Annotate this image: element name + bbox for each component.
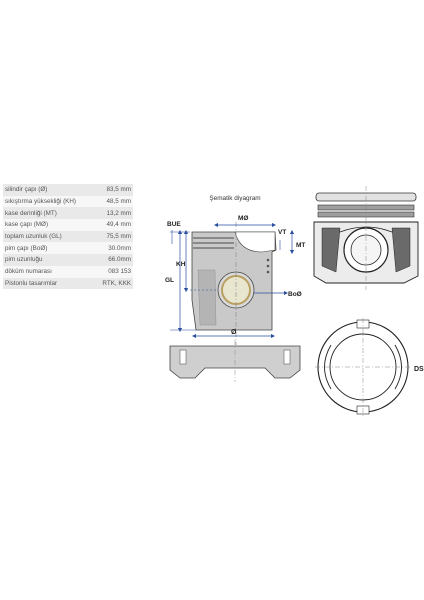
spec-value: 75,5 mm: [93, 230, 133, 243]
label-kh: KH: [176, 261, 186, 268]
label-dia: Ø: [231, 329, 237, 336]
label-ds: DS: [414, 366, 424, 373]
spec-value: 13,2 mm: [93, 207, 133, 220]
spec-label: silindir çapı (Ø): [3, 184, 94, 196]
spec-row: sıkıştırma yüksekliği (KH)48,5 mm: [3, 195, 133, 208]
spec-row: toplam uzunluk (GL)75,5 mm: [3, 230, 133, 243]
spec-label: kase derinliği (MT): [3, 207, 94, 220]
spec-label: pim çapı (BoØ): [3, 242, 94, 255]
spec-row: kase çapı (MØ)49,4 mm: [3, 219, 133, 231]
piston-side-view: BUE MØ VT MT GL KH BoØ Ø: [165, 215, 305, 345]
spec-value: 83,5 mm: [93, 184, 133, 196]
spec-row: silindir çapı (Ø)83,5 mm: [3, 184, 133, 196]
label-bue: BUE: [167, 221, 181, 228]
piston-top-view: DS: [315, 318, 424, 416]
spec-value: RTK, KKK: [93, 277, 133, 290]
label-mo: MØ: [238, 215, 248, 222]
spec-table: silindir çapı (Ø)83,5 mm sıkıştırma yüks…: [3, 184, 133, 290]
spec-label: Pistonlu tasarımlar: [3, 277, 94, 290]
spec-label: sıkıştırma yüksekliği (KH): [3, 195, 94, 208]
spec-label: döküm numarası: [3, 265, 94, 278]
spec-value: 66.0mm: [93, 254, 133, 266]
label-mt: MT: [296, 242, 305, 249]
diagram-caption: Şematik diyagram: [209, 195, 261, 202]
spec-value: 48,5 mm: [93, 195, 133, 208]
spec-row: kase derinliği (MT)13,2 mm: [3, 207, 133, 220]
piston-cutaway-view: [313, 186, 419, 290]
spec-row: pim çapı (BoØ)30.0mm: [3, 242, 133, 255]
piston-section-view: [169, 340, 301, 382]
label-boo: BoØ: [288, 291, 302, 298]
spec-value: 49,4 mm: [93, 219, 133, 231]
spec-value: 30.0mm: [93, 242, 133, 255]
label-vt: VT: [278, 229, 286, 236]
spec-value: 083 153: [93, 265, 133, 278]
label-gl: GL: [165, 277, 174, 284]
spec-label: kase çapı (MØ): [3, 219, 94, 231]
spec-label: pim uzunluğu: [3, 254, 94, 266]
spec-label: toplam uzunluk (GL): [3, 230, 94, 243]
